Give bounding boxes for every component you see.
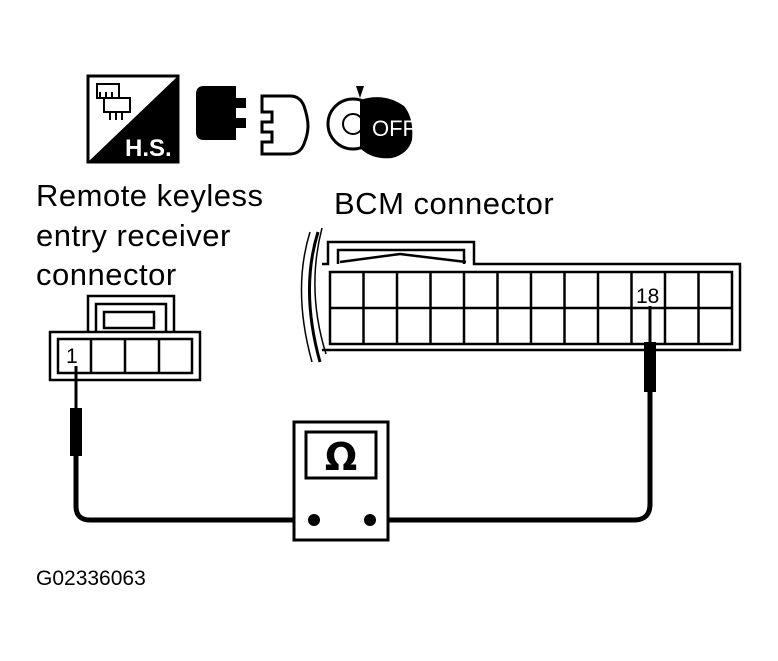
receiver-connector [48,294,202,382]
bcm-connector-label: BCM connector [334,186,554,221]
receiver-pin-label: 1 [66,345,78,368]
figure-code: G02336063 [36,567,146,590]
test-lead-right [370,392,653,523]
ignition-off-label: OFF [372,116,416,141]
ignition-off-icon: OFF [326,86,416,159]
bcm-cavity-dividers [362,272,700,344]
bcm-pin-label: 18 [636,285,659,308]
receiver-connector-label-line2: entry receiver [36,218,231,253]
test-lead-left [73,456,314,523]
receiver-connector-label-line1: Remote keyless [36,178,264,213]
ohm-symbol: Ω [325,435,357,479]
harness-side-icon: H.S. [86,74,180,164]
receiver-connector-label-line3: connector [36,257,177,292]
bcm-probe [644,306,656,392]
receiver-probe [70,366,82,456]
connector-disconnect-icon [196,86,310,156]
harness-side-label: H.S. [125,135,172,162]
ohmmeter: Ω [292,420,390,542]
bcm-connector [300,227,742,363]
